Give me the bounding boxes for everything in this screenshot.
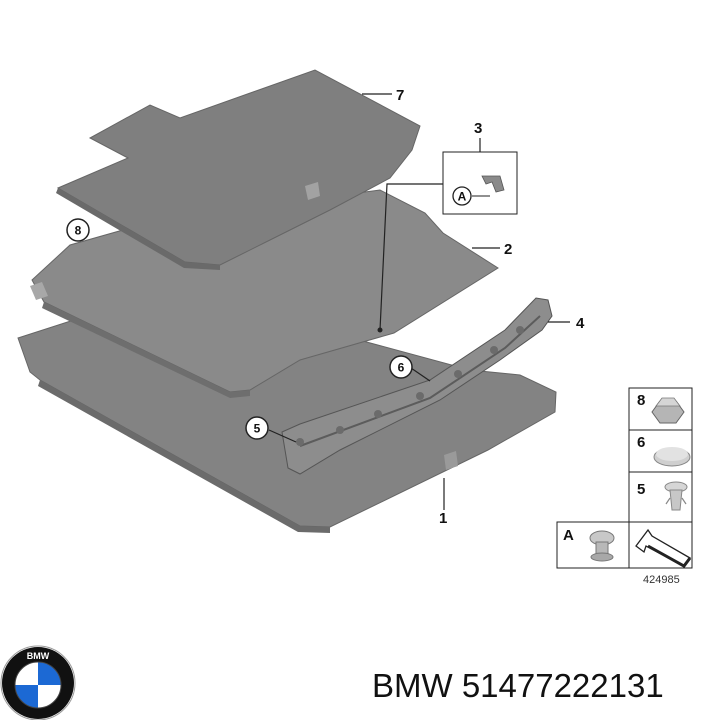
svg-text:6: 6 [398,361,405,375]
callout-2: 2 [504,241,512,258]
expansion-clip-icon [664,481,688,511]
load-sill-trim-4 [281,297,553,475]
detail-label-a: A [458,190,467,204]
callout-7: 7 [396,87,404,104]
part-number-caption: BMW 51477222131 [372,667,664,704]
leader-lines [268,93,570,510]
hex-nut-icon [651,397,685,424]
bmw-logo: BMW [0,645,76,720]
diagram-number: 424985 [643,574,680,586]
callout-4: 4 [576,315,585,332]
top-panel-7 [56,69,421,270]
circled-callout-6: 6 [389,355,413,379]
legend-label-a: A [563,527,574,544]
legend-label-5: 5 [637,481,645,498]
circled-callout-8: 8 [66,218,90,242]
callout-1: 1 [439,510,447,527]
adhesive-tape-icon [635,528,692,568]
callout-3: 3 [474,120,482,137]
circled-callout-5: 5 [245,416,269,440]
detail-box-part-3: A [442,151,518,215]
floor-panel-1 [17,311,557,533]
logo-lettering: BMW [27,651,50,661]
round-plug-icon [653,447,691,467]
legend-label-8: 8 [637,392,645,409]
svg-text:5: 5 [254,422,261,436]
legend-label-6: 6 [637,434,645,451]
svg-text:8: 8 [75,224,82,238]
push-button-icon [589,530,615,562]
